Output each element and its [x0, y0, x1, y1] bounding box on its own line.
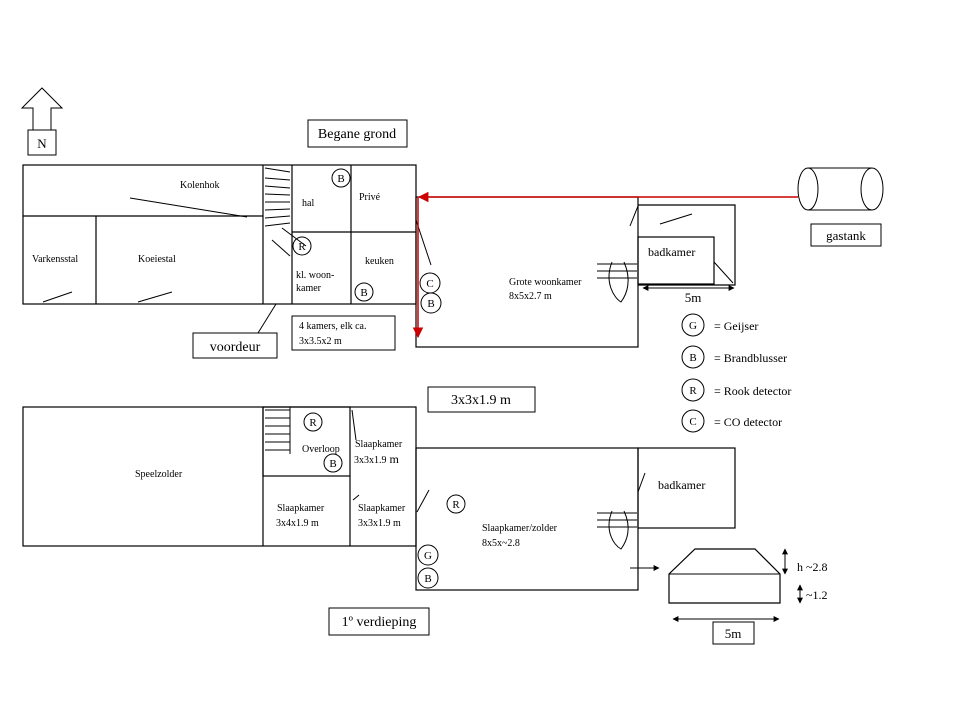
symbol-r: R: [309, 417, 317, 429]
symbol-r: R: [452, 499, 460, 511]
first-floor-title: 1º verdieping: [328, 607, 430, 636]
legend-item-b: B = Brandblusser: [681, 345, 787, 369]
section-height-low: ~1.2: [806, 588, 828, 602]
room-kolenhok: Kolenhok: [180, 180, 219, 191]
room-grote-woonkamer-dim: 8x5x2.7 m: [509, 291, 552, 302]
co-detector-ground: C: [419, 272, 441, 294]
badkamer-first-outline: [637, 447, 736, 529]
room-slaapkamer-zolder-dim: 8x5x~2.8: [482, 538, 520, 549]
legend: G = Geijser B = Brandblusser R = Rook de…: [681, 313, 791, 433]
symbol-g: G: [424, 550, 432, 562]
section-width: 5m: [725, 626, 742, 641]
symbol-b: B: [424, 573, 431, 585]
legend-text: = CO detector: [714, 415, 782, 429]
ground-floor-plan: Kolenhok Varkensstal Koeiestal hal Privé…: [22, 164, 884, 359]
room-hal: hal: [302, 198, 314, 209]
room-badkamer-first: badkamer: [658, 478, 705, 492]
north-arrow-icon: [20, 87, 64, 131]
legend-symbol: G: [689, 320, 697, 332]
room-kl-woonkamer-1: kl. woon-: [296, 270, 334, 281]
symbol-b: B: [427, 298, 434, 310]
symbol-b: B: [329, 458, 336, 470]
gastank-icon: [797, 167, 884, 211]
gastank-label: gastank: [826, 228, 866, 243]
slaapkamer-zolder-outline: [415, 447, 639, 591]
room-kl-woonkamer-2: kamer: [296, 283, 322, 294]
room-slaapkamer-c: Slaapkamer: [358, 503, 406, 514]
brandblusser-hal: B: [331, 168, 351, 188]
symbol-b: B: [337, 173, 344, 185]
legend-text: = Rook detector: [714, 384, 791, 398]
voordeur-label: voordeur: [210, 340, 261, 355]
room-keuken: keuken: [365, 256, 394, 267]
legend-item-c: C = CO detector: [681, 409, 782, 433]
room-slaapkamer-c-dim: 3x3x1.9 m: [358, 518, 401, 529]
badkamer-box: [637, 236, 715, 285]
rooms-note-line2: 3x3.5x2 m: [299, 336, 342, 347]
ground-floor-title: Begane grond: [307, 119, 408, 148]
room-overloop: Overloop: [302, 444, 340, 455]
legend-symbol: C: [689, 416, 696, 428]
room-slaapkamer-b-dim: 3x4x1.9 m: [276, 518, 319, 529]
geijser-zolder: G: [417, 544, 439, 566]
main-house-outline: [22, 164, 417, 305]
ground-floor-title-text: Begane grond: [318, 127, 396, 142]
north-label: N: [37, 136, 47, 151]
rooms-note-line1: 4 kamers, elk ca.: [299, 321, 366, 332]
stairs-symbol-ground: [597, 261, 637, 303]
room-slaapkamer-a: Slaapkamer: [355, 439, 403, 450]
legend-item-g: G = Geijser: [681, 313, 758, 337]
room-grote-woonkamer: Grote woonkamer: [509, 277, 582, 288]
legend-text: = Brandblusser: [714, 351, 787, 365]
symbol-r: R: [298, 241, 306, 253]
section-height-top: h ~2.8: [797, 560, 828, 574]
grote-woonkamer-outline: [415, 196, 639, 348]
brandblusser-zolder: B: [417, 567, 439, 589]
room-badkamer-ground: badkamer: [648, 245, 695, 259]
room-prive: Privé: [359, 192, 381, 203]
room-koeiestal: Koeiestal: [138, 254, 176, 265]
legend-text: = Geijser: [714, 319, 758, 333]
symbol-b: B: [360, 287, 367, 299]
stairs-ground: [264, 167, 291, 257]
room-speelzolder: Speelzolder: [135, 469, 183, 480]
stairs-first: [265, 407, 291, 454]
symbol-c: C: [426, 278, 433, 290]
room-varkensstal: Varkensstal: [32, 254, 78, 265]
legend-symbol: B: [689, 352, 696, 364]
rook-detector-zolder: R: [446, 494, 466, 514]
attic-cross-section: h ~2.8 ~1.2 5m: [668, 548, 828, 645]
legend-symbol: R: [689, 385, 697, 397]
room-slaapkamer-b: Slaapkamer: [277, 503, 325, 514]
north-box: [27, 129, 57, 156]
room-slaapkamer-a-dim-unit: m: [390, 452, 400, 466]
room-slaapkamer-zolder: Slaapkamer/zolder: [482, 523, 558, 534]
first-floor-title-text: 1º verdieping: [342, 615, 417, 630]
legend-item-r: R = Rook detector: [681, 378, 791, 402]
stairs-symbol-first: [597, 510, 637, 550]
first-floor-dim-box: 3x3x1.9 m: [451, 393, 511, 408]
rook-detector-ground: R: [292, 236, 312, 256]
north-arrow: N: [20, 87, 64, 156]
brandblusser-woonkamer: B: [420, 292, 442, 314]
room-slaapkamer-a-dim-value: 3x3x1.9: [354, 455, 387, 466]
brandblusser-keuken: B: [354, 282, 374, 302]
dim-5m-ground: 5m: [685, 290, 702, 305]
rook-detector-overloop: R: [303, 412, 323, 432]
brandblusser-overloop: B: [323, 453, 343, 473]
